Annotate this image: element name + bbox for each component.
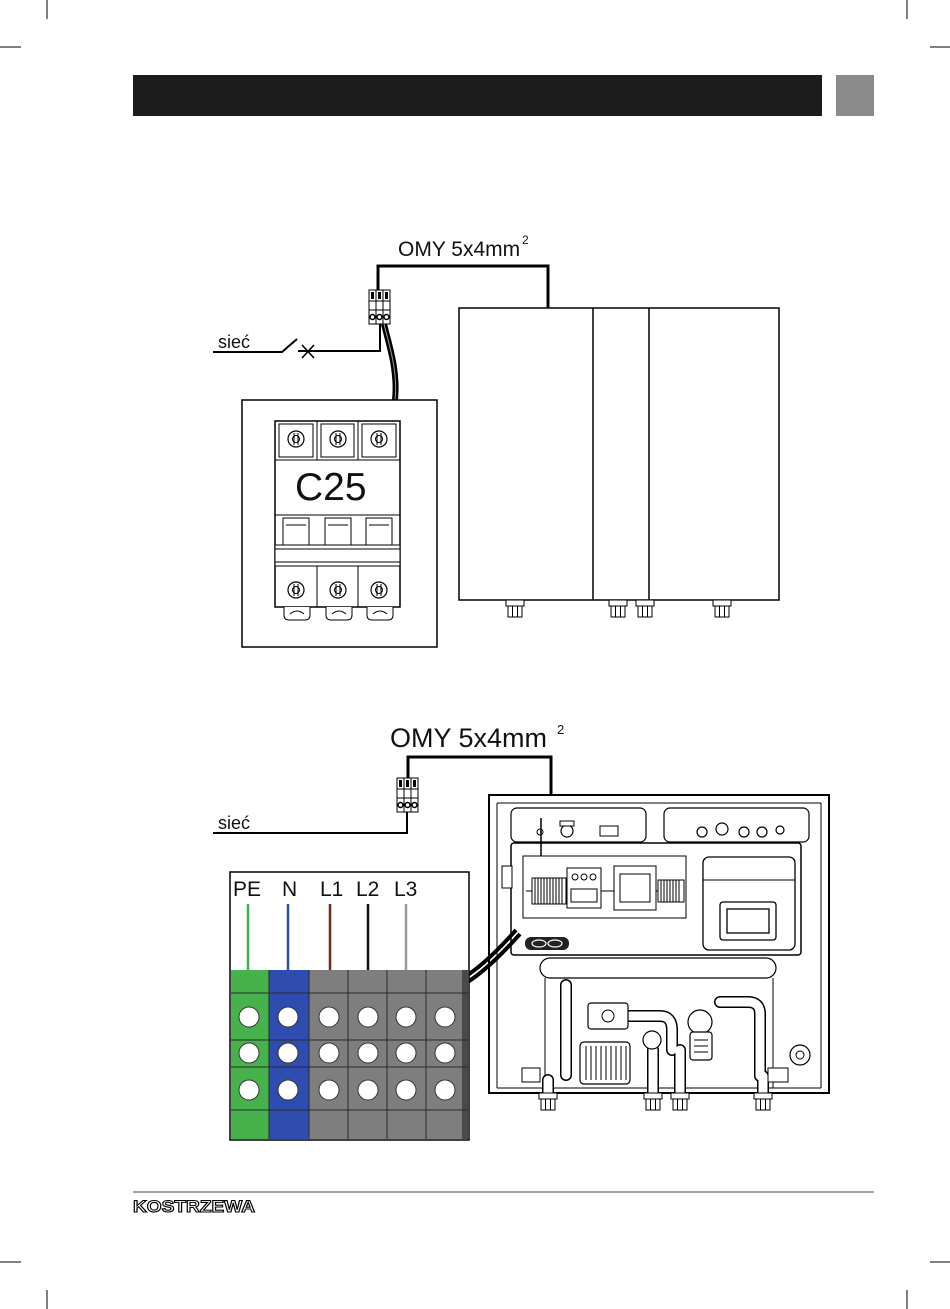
terminal-strip-lines — [661, 880, 679, 902]
unit-fitting-icon — [644, 1093, 662, 1110]
contactor-terminal — [581, 874, 587, 880]
header-bar — [133, 75, 822, 116]
top-breaker-cable — [384, 324, 396, 400]
top-mains-line-to-connector — [298, 324, 380, 351]
conductor-label-l3: L3 — [394, 878, 417, 901]
compartment-label-plate — [600, 826, 618, 836]
top-mains-label: sieć — [218, 332, 250, 352]
cable-clip — [502, 866, 512, 888]
conductor-label-l2: L2 — [356, 878, 379, 901]
cable-gland-icon — [716, 823, 728, 835]
right-bracket — [768, 1068, 788, 1082]
top-compartment-left — [511, 808, 646, 842]
controller-display-screen — [727, 909, 769, 933]
bottom-mains-label: sieć — [218, 813, 250, 833]
breaker-body — [275, 421, 400, 607]
contactor-face — [571, 889, 597, 902]
terminal-hole — [278, 1080, 298, 1100]
breaker-toggles — [283, 518, 392, 545]
terminal-hole — [319, 1007, 339, 1027]
conductor-label-n: N — [282, 878, 297, 901]
terminal-hole — [358, 1007, 378, 1027]
terminal-end-plate — [462, 970, 468, 1139]
bottom-cable-label: OMY 5x4mm — [390, 723, 547, 753]
cable-gland-icon — [757, 827, 767, 837]
brand-logo: KOSTRZEWA — [133, 1197, 255, 1216]
top-supply-cable — [378, 266, 548, 308]
cable-gland-icon — [739, 827, 749, 837]
unit-fitting-icon — [671, 1093, 689, 1110]
terminal-hole — [358, 1043, 378, 1063]
valve-actuator — [602, 1010, 614, 1022]
breaker-screw-icon — [288, 582, 304, 598]
cable-gland-icon — [537, 829, 543, 835]
cabinet-fitting-icon — [713, 600, 731, 617]
relay-module-face — [620, 874, 650, 902]
breaker-screw-icon — [288, 431, 304, 447]
manifold-pipe — [540, 958, 776, 978]
cable-gland-icon — [561, 825, 573, 837]
terminal-hole — [396, 1007, 416, 1027]
top-cable-label-superscript: 2 — [522, 233, 529, 247]
terminal-hole — [435, 1007, 455, 1027]
conductor-label-l1: L1 — [320, 878, 343, 901]
terminal-hole — [435, 1043, 455, 1063]
drain-valve-center — [796, 1051, 804, 1059]
terminal-hole — [239, 1007, 259, 1027]
terminal-hole — [239, 1080, 259, 1100]
breaker-screw-icon — [371, 431, 387, 447]
terminal-block-detail: PE N L1 L2 L3 — [230, 872, 469, 1140]
conductor-label-pe: PE — [233, 878, 261, 901]
cable-gland-icon — [697, 827, 707, 837]
bottom-wiring-diagram: OMY 5x4mm 2 sieć — [213, 722, 829, 1140]
bottom-terminal-connector — [397, 778, 418, 812]
contactor-terminal — [572, 874, 578, 880]
terminal-hole — [435, 1080, 455, 1100]
header-section-tab — [836, 75, 874, 116]
pressure-gauge-icon — [643, 1031, 661, 1049]
cabinet-fitting-icon — [636, 600, 654, 617]
terminal-hole — [358, 1080, 378, 1100]
top-terminal-connector — [369, 290, 390, 324]
unit-interior-view — [489, 795, 829, 1110]
terminal-hole — [396, 1043, 416, 1063]
pump-body — [580, 1042, 630, 1084]
breaker-toggle — [325, 518, 351, 545]
safety-valve-icon — [688, 1010, 712, 1034]
cabinet-fitting-icon — [506, 600, 524, 617]
breaker-screw-icon — [330, 431, 346, 447]
bottom-cable-label-superscript: 2 — [557, 722, 564, 737]
terminal-hole — [239, 1043, 259, 1063]
breaker-band — [275, 545, 400, 566]
breaker-bottom-tabs — [284, 607, 393, 620]
terminal-hole — [319, 1043, 339, 1063]
cable-gland-cap — [560, 821, 574, 826]
left-bracket — [522, 1068, 540, 1082]
breaker-screw-icon — [330, 582, 346, 598]
cabinet-body — [459, 308, 779, 600]
cabinet-fitting-icon — [609, 600, 627, 617]
top-compartment-right — [664, 808, 809, 842]
terminal-hole — [278, 1043, 298, 1063]
breaker-toggle — [283, 518, 309, 545]
breaker-toggle — [366, 518, 392, 545]
breaker-screw-icon — [371, 582, 387, 598]
circuit-breaker-icon: C25 — [275, 421, 400, 620]
unit-cabinet-front-view — [459, 308, 779, 617]
unit-fitting-icon — [754, 1093, 772, 1110]
contactor-terminal — [590, 874, 596, 880]
top-wiring-diagram: OMY 5x4mm 2 sieć C25 — [213, 233, 779, 647]
terminal-hole — [396, 1080, 416, 1100]
terminal-strip — [532, 878, 566, 904]
cable-gland-icon — [776, 826, 784, 834]
terminal-hole — [319, 1080, 339, 1100]
terminal-hole — [278, 1007, 298, 1027]
top-cable-label: OMY 5x4mm — [398, 238, 520, 261]
breaker-rating-label: C25 — [295, 466, 367, 509]
unit-fitting-icon — [539, 1093, 557, 1110]
terminal-strip — [658, 880, 684, 902]
